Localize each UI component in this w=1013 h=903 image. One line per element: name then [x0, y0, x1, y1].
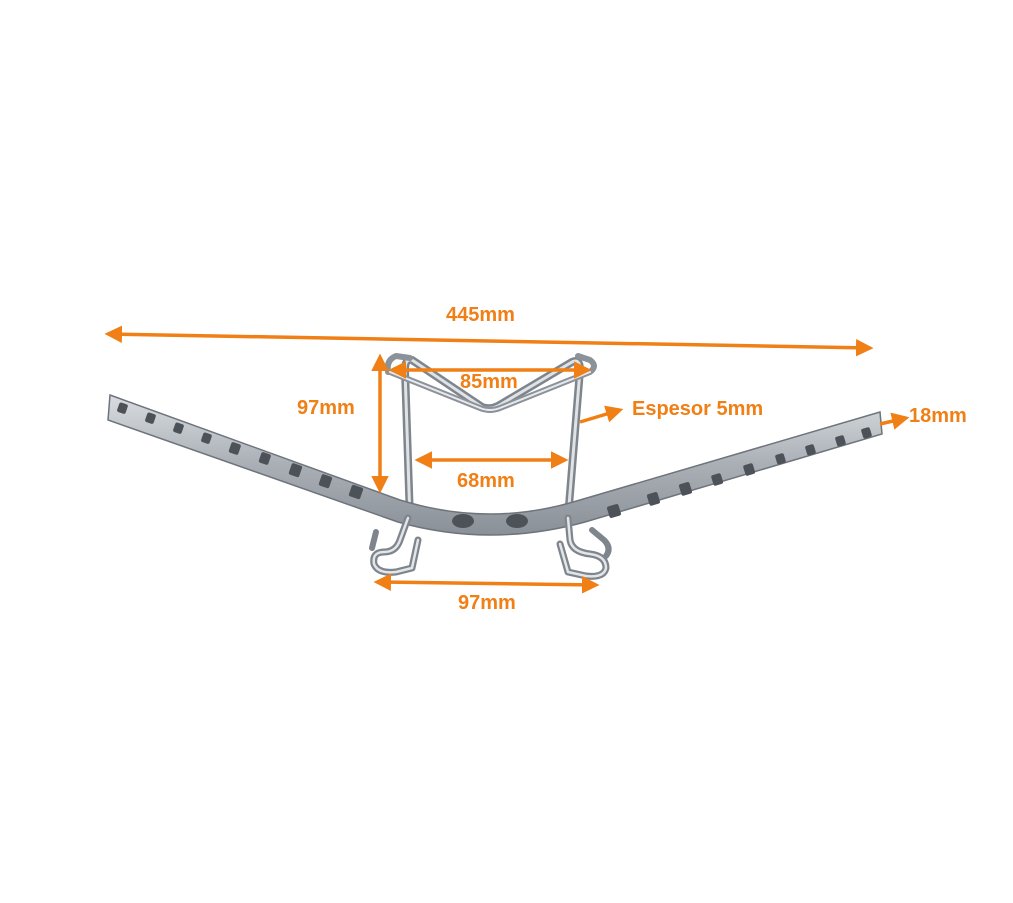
- strap-holes: [117, 402, 872, 528]
- label-strap-width: 18mm: [909, 405, 967, 427]
- label-height: 97mm: [297, 397, 355, 419]
- label-top-width: 85mm: [460, 371, 518, 393]
- label-thickness: Espesor 5mm: [632, 398, 764, 420]
- arrow-97mm-base: [373, 573, 600, 594]
- label-base-width: 97mm: [458, 592, 516, 614]
- label-inner-width: 68mm: [457, 470, 515, 492]
- arrow-espesor: [579, 405, 624, 424]
- label-total-length: 445mm: [446, 304, 515, 326]
- perforated-strap: [107, 393, 883, 536]
- dimension-arrows: [104, 325, 910, 594]
- arrow-445mm: [104, 325, 874, 357]
- arrow-18mm: [879, 412, 910, 430]
